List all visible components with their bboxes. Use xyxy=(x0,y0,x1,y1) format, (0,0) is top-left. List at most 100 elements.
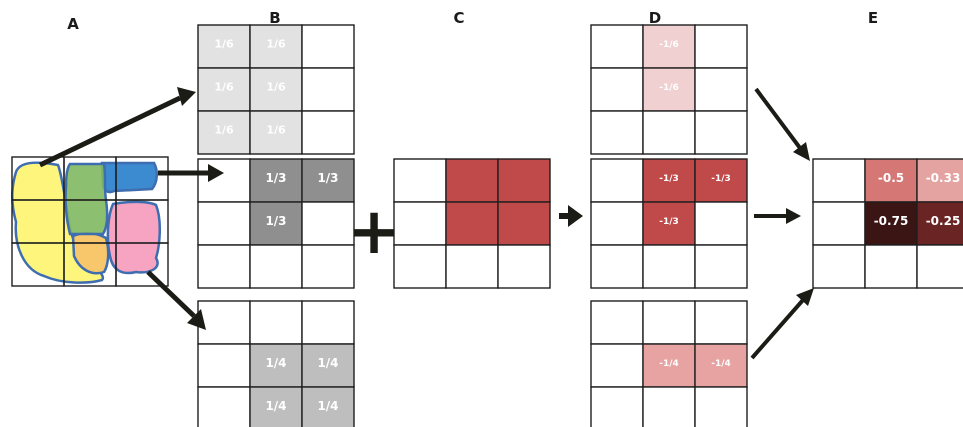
region-map xyxy=(11,156,169,287)
cell-value: -1/6 xyxy=(659,83,679,93)
arrow-head xyxy=(568,205,583,227)
grid-cell xyxy=(694,343,748,388)
panel-label-e: E xyxy=(868,9,878,27)
arrow-shaft xyxy=(38,95,182,168)
grid-cell xyxy=(497,158,551,203)
map-grid-cell xyxy=(115,242,169,287)
grid-cell xyxy=(301,244,355,289)
region-green xyxy=(64,162,109,236)
grid-d-bottom: -1/4 -1/4 xyxy=(590,300,748,427)
cell-value: 1/3 xyxy=(265,171,286,185)
arrow-d-top-to-e xyxy=(754,87,810,161)
grid-cell xyxy=(445,244,499,289)
cell-value: 1/6 xyxy=(266,38,286,51)
grid-cell xyxy=(197,343,251,388)
cell-value: 1/3 xyxy=(265,214,286,228)
grid-cell xyxy=(197,201,251,246)
plus-sign: + xyxy=(347,195,401,269)
grid-cell xyxy=(301,67,355,112)
grid-e: -0.5-0.33-0.75-0.25 xyxy=(812,158,963,289)
arrow-a-to-b-bottom xyxy=(146,270,206,330)
grid-cell xyxy=(694,244,748,289)
region-blue xyxy=(100,161,158,194)
grid-b-bottom: 1/4 1/4 1/4 1/4 xyxy=(197,300,355,427)
grid-c xyxy=(393,158,551,289)
grid-cell xyxy=(301,201,355,246)
grid-cell xyxy=(249,244,303,289)
grid-cell xyxy=(197,386,251,427)
panel-label-b: B xyxy=(269,9,280,27)
arrow-a-to-b-top xyxy=(38,87,196,168)
grid-cell xyxy=(197,67,251,112)
grid-cell xyxy=(864,244,918,289)
grid-cell xyxy=(590,300,644,345)
grid-cell xyxy=(197,158,251,203)
grid-cell xyxy=(694,110,748,155)
grid-cell xyxy=(249,300,303,345)
cell-value: 1/4 xyxy=(317,399,338,413)
arrow-c-to-d xyxy=(559,205,583,227)
arrow-head xyxy=(786,208,801,224)
grid-cell xyxy=(497,244,551,289)
arrow-head xyxy=(208,164,224,182)
cell-value: 1/4 xyxy=(317,356,338,370)
cell-value: 1/4 xyxy=(265,356,286,370)
panel-label-c: C xyxy=(453,9,464,27)
grid-cell xyxy=(642,67,696,112)
grid-cell xyxy=(301,386,355,427)
cell-value: -0.5 xyxy=(878,171,904,185)
arrow-shaft xyxy=(750,298,805,360)
cell-value: 1/3 xyxy=(317,171,338,185)
arrow-head xyxy=(796,288,814,306)
grid-cell xyxy=(393,201,447,246)
grid-cell xyxy=(694,201,748,246)
grid-b-middle: 1/3 1/3 1/3 xyxy=(197,158,355,289)
grid-cell xyxy=(642,386,696,427)
grid-cell xyxy=(642,158,696,203)
grid-cell xyxy=(812,201,866,246)
panel-label-d: D xyxy=(649,9,661,27)
grid-d-top: -1/6-1/6 xyxy=(590,24,748,155)
grid-cell xyxy=(301,300,355,345)
grid-cell xyxy=(590,244,644,289)
grid-cell xyxy=(916,244,963,289)
grid-cell xyxy=(812,244,866,289)
grid-cell xyxy=(812,158,866,203)
cell-value: 1/6 xyxy=(266,124,286,137)
grid-cell xyxy=(249,386,303,427)
grid-cell xyxy=(197,244,251,289)
grid-cell xyxy=(694,24,748,69)
cell-value: -1/4 xyxy=(659,359,679,369)
arrow-head xyxy=(187,309,206,330)
arrow-head xyxy=(177,87,196,106)
region-map-grid xyxy=(11,156,169,287)
grid-cell xyxy=(590,110,644,155)
arrow-shaft xyxy=(754,87,802,150)
cell-value: 1/4 xyxy=(265,399,286,413)
cell-value: -1/4 xyxy=(711,359,731,369)
cell-value: -0.25 xyxy=(926,214,961,228)
grid-cell xyxy=(590,158,644,203)
arrow-d-middle-to-e xyxy=(754,208,801,224)
grid-cell xyxy=(197,300,251,345)
grid-cell xyxy=(445,201,499,246)
cell-value: -1/3 xyxy=(659,174,679,184)
cell-value: 1/6 xyxy=(214,38,234,51)
grid-cell xyxy=(590,343,644,388)
arrow-a-to-b-middle xyxy=(158,164,224,182)
cell-value: -1/3 xyxy=(711,174,731,184)
grid-cell xyxy=(590,201,644,246)
grid-cell xyxy=(301,343,355,388)
grid-cell xyxy=(590,386,644,427)
region-pink xyxy=(106,200,161,275)
grid-cell xyxy=(694,67,748,112)
grid-cell xyxy=(694,386,748,427)
cell-value: 1/6 xyxy=(214,124,234,137)
grid-cell xyxy=(249,158,303,203)
arrow-d-bottom-to-e xyxy=(750,288,814,360)
cell-value: 1/6 xyxy=(266,81,286,94)
grid-cell xyxy=(393,158,447,203)
